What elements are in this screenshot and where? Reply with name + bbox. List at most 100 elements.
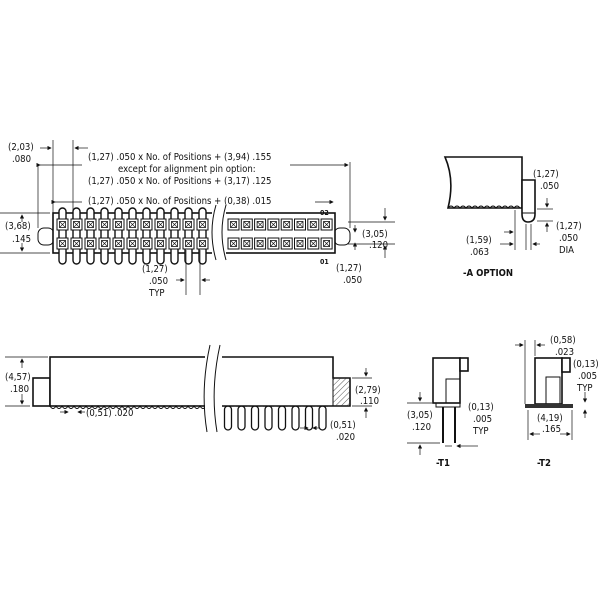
height-mm: (3,68) <box>5 221 31 232</box>
lead <box>156 207 165 265</box>
overall-length-label: (1,27) .050 x No. of Positions + (3,94) … <box>88 152 271 163</box>
pitch-mm: (1,27) <box>142 264 168 275</box>
lead-height-mm: (2,79) <box>355 385 381 396</box>
contact-cell <box>98 218 111 231</box>
alignment-pin-left <box>37 227 55 246</box>
top-view: (2,03) .080 (1,27) .050 x No. of Positio… <box>0 140 395 299</box>
contact-cell <box>154 237 167 250</box>
row-label-02: 02 <box>320 209 329 217</box>
contact-cell <box>280 218 293 231</box>
contact-cell <box>182 218 195 231</box>
lead <box>100 207 109 265</box>
contact-cell <box>126 237 139 250</box>
row-label-01: 01 <box>320 258 329 266</box>
lead <box>128 207 137 265</box>
contact-cell <box>267 237 280 250</box>
t1-lead-thk-in: .005 <box>473 414 492 425</box>
contact-cell <box>56 218 69 231</box>
contact-cell <box>227 237 240 250</box>
pin-row-mm: (3,05) <box>362 229 388 240</box>
break-lines <box>211 204 227 261</box>
a-pin-dia-mm: (1,27) <box>556 221 582 232</box>
lead <box>58 207 67 265</box>
pitch-in: .050 <box>149 276 168 287</box>
lead-width-in: .020 <box>336 432 355 443</box>
lead-height-in: .110 <box>360 396 379 407</box>
contact-cell <box>254 218 267 231</box>
a-offset-mm: (1,59) <box>466 235 492 246</box>
lead-width-mm: (0,51) <box>330 420 356 431</box>
t1-title: -T1 <box>436 458 450 469</box>
contact-cell <box>280 237 293 250</box>
except-note: except for alignment pin option: <box>118 164 256 175</box>
contact-cell <box>240 218 253 231</box>
body-length-label: (1,27) .050 x No. of Positions + (0,38) … <box>88 196 271 207</box>
top-pins <box>56 207 333 265</box>
t2-thk-typ: TYP <box>576 383 593 394</box>
contact-cell <box>320 237 333 250</box>
contact-cell <box>168 218 181 231</box>
alignment-pin <box>521 179 536 223</box>
t2-width-mm: (4,19) <box>537 413 563 424</box>
contact-cell <box>70 218 83 231</box>
side-height-mm: (4,57) <box>5 372 31 383</box>
t2-tab-in: .023 <box>555 347 574 358</box>
lead <box>170 207 179 265</box>
contact-cell <box>320 218 333 231</box>
contact-cell <box>182 237 195 250</box>
a-option-view: (1,27) .050 (1,27) .050 DIA (1,59) .063 … <box>443 156 582 279</box>
contact-cell <box>168 237 181 250</box>
alignment-pin-right <box>333 227 351 246</box>
contact-cell <box>70 237 83 250</box>
t1-lead-thk-typ: TYP <box>472 426 489 437</box>
t2-thk-in: .005 <box>578 371 597 382</box>
t1-lead-thk-mm: (0,13) <box>468 402 494 413</box>
contact-cell <box>140 218 153 231</box>
t2-tab-mm: (0,58) <box>550 335 576 346</box>
contact-cell <box>84 218 97 231</box>
contact-cell <box>126 218 139 231</box>
contact-cell <box>140 237 153 250</box>
a-pin-length-in: .050 <box>540 181 559 192</box>
t1-view: (3,05) .120 (0,13) .005 TYP -T1 <box>407 357 494 469</box>
contact-cell <box>307 237 320 250</box>
contact-cell <box>267 218 280 231</box>
t1-lead-length-mm: (3,05) <box>407 410 433 421</box>
a-pin-length-mm: (1,27) <box>533 169 559 180</box>
contact-cell <box>56 237 69 250</box>
end-offset-in: .080 <box>12 154 31 165</box>
side-view: (4,57) .180 (0,51) .020 (2,79) .110 (0,5… <box>5 344 381 443</box>
contact-cell <box>196 237 209 250</box>
lead <box>86 207 95 265</box>
alt-length-label: (1,27) .050 x No. of Positions + (3,17) … <box>88 176 271 187</box>
t2-width-in: .165 <box>542 424 561 435</box>
pin-row-in: .120 <box>369 240 388 251</box>
lead <box>72 207 81 265</box>
contact-cell <box>294 218 306 231</box>
t2-thk-mm: (0,13) <box>573 359 599 370</box>
t1-lead-length-in: .120 <box>412 422 431 433</box>
height-in: .145 <box>12 234 31 245</box>
t2-title: -T2 <box>537 458 551 469</box>
contact-cell <box>294 237 306 250</box>
a-offset-in: .063 <box>470 247 489 258</box>
lead <box>114 207 123 265</box>
pitch-typ: TYP <box>148 288 165 299</box>
contact-cell <box>112 237 125 250</box>
contact-cell <box>196 218 209 231</box>
contact-cell <box>240 237 253 250</box>
a-pin-dia-label: DIA <box>559 245 574 256</box>
contact-cell <box>154 218 167 231</box>
lead <box>142 207 151 265</box>
contact-cell <box>84 237 97 250</box>
contact-cell <box>227 218 240 231</box>
side-height-in: .180 <box>10 384 29 395</box>
end-offset-mm: (2,03) <box>8 142 34 153</box>
t2-view: (0,58) .023 (0,13) .005 TYP (4,19) .165 … <box>515 335 599 469</box>
contact-cell <box>98 237 111 250</box>
row-pitch-mm: (1,27) <box>336 263 362 274</box>
row-pitch-in: .050 <box>343 275 362 286</box>
standoff-label: (0,51) .020 <box>86 408 133 419</box>
contact-cell <box>307 218 320 231</box>
